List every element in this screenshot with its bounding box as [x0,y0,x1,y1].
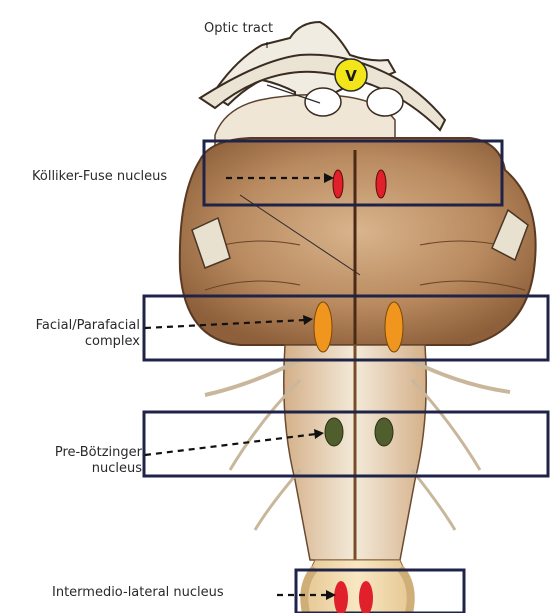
marker-v-label: V [345,67,357,85]
pre-botzinger-left [325,418,343,446]
spinal-cord [304,560,410,613]
label-kolliker-fuse: Kölliker-Fuse nucleus [32,169,167,185]
label-facial-line2: complex [18,334,140,350]
label-facial-parafacial: Facial/Parafacial complex [18,318,140,350]
facial-parafacial-left [314,302,332,352]
marker-v: V [335,59,367,91]
medulla [205,345,510,565]
pre-botzinger-right [375,418,393,446]
label-optic-tract: Optic tract [204,21,273,37]
kolliker-fuse-nucleus-left [333,170,343,198]
label-pre-botzinger: Pre-Bötzinger nucleus [18,445,142,477]
label-pre-botzinger-line2: nucleus [18,461,142,477]
facial-parafacial-right [385,302,403,352]
pons [180,138,536,345]
label-facial-line1: Facial/Parafacial [18,318,140,334]
kolliker-fuse-nucleus-right [376,170,386,198]
label-pre-botzinger-line1: Pre-Bötzinger [18,445,142,461]
label-intermediolateral: Intermedio-lateral nucleus [52,585,224,601]
